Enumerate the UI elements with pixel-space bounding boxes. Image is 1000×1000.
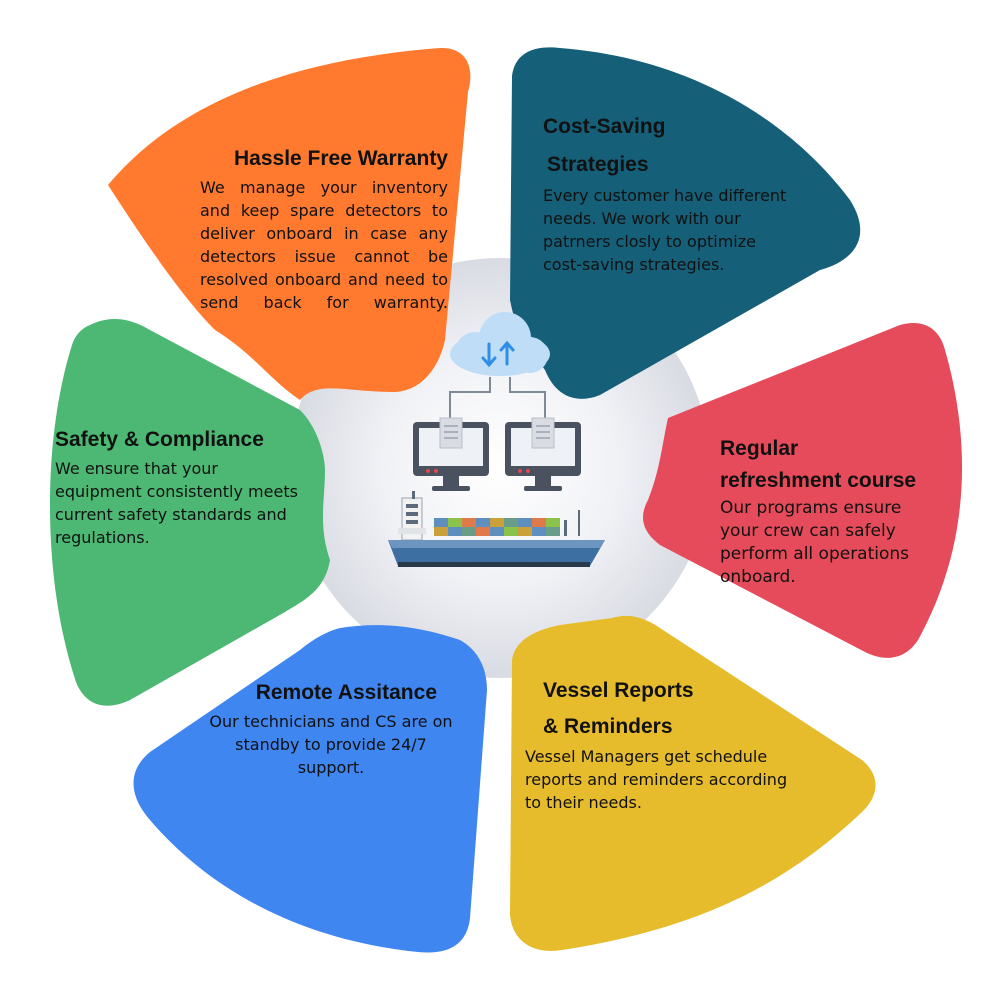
- refreshment-body: Our programs ensure your crew can safely…: [720, 498, 910, 587]
- warranty-body: We manage your inventory and keep spare …: [200, 178, 448, 312]
- cost-saving-segment: Cost-Saving Strategies Every customer ha…: [543, 108, 793, 276]
- vessel-reports-body: Vessel Managers get schedule reports and…: [525, 747, 788, 812]
- safety-compliance-segment: Safety & Compliance We ensure that your …: [55, 423, 305, 549]
- vessel-reports-segment: Vessel Reports & Reminders Vessel Manage…: [525, 673, 803, 814]
- refreshment-title-line2: refreshment course: [720, 469, 917, 492]
- network-connector-lines: [449, 377, 546, 420]
- cost-saving-title-line2: Strategies: [547, 153, 649, 176]
- petal-warranty: [108, 47, 471, 400]
- safety-compliance-title: Safety & Compliance: [55, 428, 264, 451]
- petal-remote: [133, 625, 487, 953]
- remote-assistance-title: Remote Assitance: [255, 681, 437, 704]
- petal-safety: [49, 318, 330, 706]
- cloud-sync-icon: [450, 312, 550, 376]
- petal-refresh: [643, 322, 963, 658]
- refreshment-segment: Regular refreshment course Our programs …: [720, 433, 935, 589]
- cost-saving-body: Every customer have different needs. We …: [543, 186, 787, 274]
- remote-assistance-body: Our technicians and CS are on standby to…: [209, 712, 453, 777]
- warranty-title: Hassle Free Warranty: [234, 147, 448, 170]
- safety-compliance-body: We ensure that your equipment consistent…: [55, 459, 298, 547]
- cost-saving-title-line1: Cost-Saving: [543, 115, 666, 138]
- vessel-reports-title-line2: & Reminders: [543, 715, 673, 738]
- remote-assistance-segment: Remote Assitance Our technicians and CS …: [200, 676, 462, 779]
- petal-cost: [510, 47, 861, 399]
- container-ship-icon: [388, 491, 605, 567]
- computer-monitor-icon: [413, 417, 489, 491]
- petal-vessel: [510, 615, 876, 951]
- refreshment-title-line1: Regular: [720, 437, 799, 460]
- vessel-reports-title-line1: Vessel Reports: [543, 679, 694, 702]
- computer-monitor-icon: [505, 417, 581, 491]
- warranty-segment: Hassle Free Warranty We manage your inve…: [200, 142, 448, 314]
